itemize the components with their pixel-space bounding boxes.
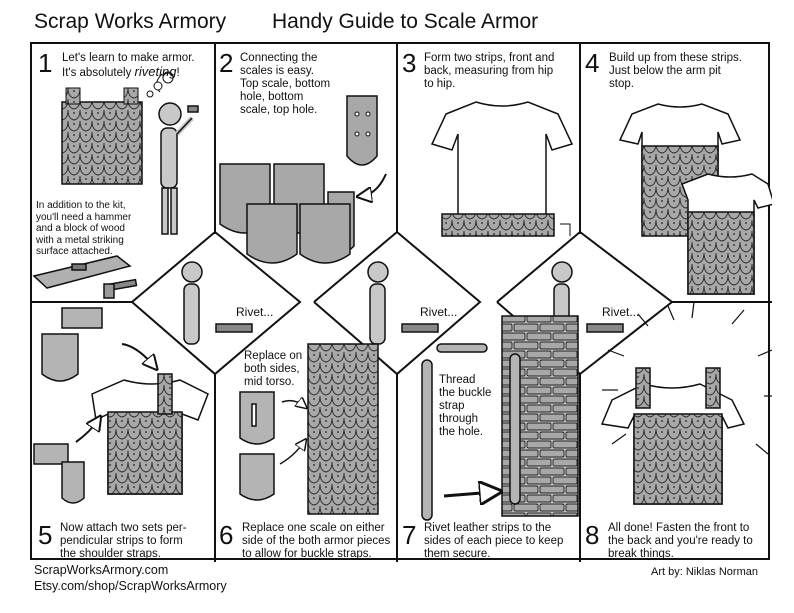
step-5-number: 5 bbox=[38, 520, 53, 550]
rivet-label-2: Rivet... bbox=[420, 305, 458, 319]
guide-title: Handy Guide to Scale Armor bbox=[272, 10, 539, 33]
rivet-figures bbox=[181, 261, 624, 345]
panel5-art bbox=[33, 307, 209, 504]
panel4-shirts bbox=[618, 103, 772, 295]
step-1-note: In addition to the kit, you'll need a ha… bbox=[36, 200, 132, 257]
brand-title: Scrap Works Armory bbox=[34, 10, 227, 33]
step-3-number: 3 bbox=[402, 48, 417, 78]
step-5-text: Now attach two sets per- pendicular stri… bbox=[60, 522, 187, 560]
step-3-text: Form two strips, front and back, measuri… bbox=[424, 52, 555, 90]
step-7-note: Thread the buckle strap through the hole… bbox=[439, 374, 492, 438]
art-credit: Art by: Niklas Norman bbox=[651, 566, 758, 578]
step-4-text: Build up from these strips. Just below t… bbox=[609, 52, 742, 90]
rivet-label-1: Rivet... bbox=[236, 305, 274, 319]
panel3-shirt bbox=[430, 101, 574, 237]
panel2-scales bbox=[219, 95, 378, 264]
step-1-line-b: It's absolutely bbox=[62, 67, 135, 79]
website-link[interactable]: ScrapWorksArmory.com bbox=[34, 563, 169, 577]
step-2-text: Connecting the scales is easy. Top scale… bbox=[240, 52, 331, 116]
etsy-link[interactable]: Etsy.com/shop/ScrapWorksArmory bbox=[34, 579, 227, 593]
step-6-note: Replace on both sides, mid torso. bbox=[244, 350, 303, 388]
step-7-number: 7 bbox=[402, 520, 417, 550]
panel6-art bbox=[239, 343, 379, 515]
comic-artwork bbox=[32, 44, 772, 562]
comic-grid: 1 Let's learn to make armor. It's absolut… bbox=[30, 42, 772, 562]
step-1-emphasis: riveting bbox=[134, 64, 177, 79]
panel1-figure bbox=[158, 102, 199, 235]
step-1-line-a: Let's learn to make armor. bbox=[62, 52, 195, 64]
step-6-number: 6 bbox=[219, 520, 234, 550]
panel1-tools bbox=[32, 255, 138, 299]
step-1-number: 1 bbox=[38, 48, 53, 78]
step-2-number: 2 bbox=[219, 48, 234, 78]
rivet-label-3: Rivet... bbox=[602, 305, 640, 319]
step-8-number: 8 bbox=[585, 520, 600, 550]
step-8-text: All done! Fasten the front to the back a… bbox=[608, 522, 753, 560]
panel8-art bbox=[600, 301, 772, 505]
step-4-number: 4 bbox=[585, 48, 600, 78]
step-6-text: Replace one scale on either side of the … bbox=[242, 522, 391, 560]
step-1-text: Let's learn to make armor. It's absolutel… bbox=[62, 52, 195, 80]
step-1-line-c: ! bbox=[176, 67, 180, 79]
step-7-text: Rivet leather strips to the sides of eac… bbox=[424, 522, 564, 560]
panel7-art bbox=[421, 315, 579, 521]
